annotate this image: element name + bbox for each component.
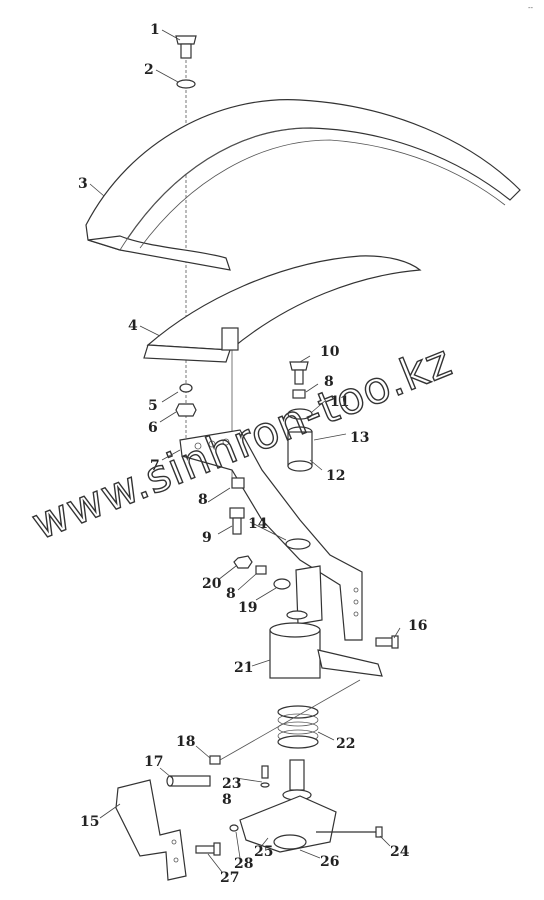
bushing-part (287, 426, 313, 472)
assembly-line (219, 679, 361, 761)
callout-3: 3 (78, 176, 88, 192)
lock-washer-part (179, 383, 193, 393)
callout-17: 17 (144, 754, 163, 770)
hinge-pin-part (166, 775, 211, 787)
callout-15: 15 (80, 814, 99, 830)
callout-7: 7 (150, 458, 160, 474)
corner-mark: -- (528, 4, 534, 12)
callout-2: 2 (144, 62, 154, 78)
callout-25: 25 (254, 844, 273, 860)
callout-27: 27 (220, 870, 239, 886)
swivel-post-part (269, 565, 383, 679)
callout-21: 21 (234, 660, 253, 676)
pin-nut-part (209, 755, 221, 765)
callout-6: 6 (148, 420, 158, 436)
callout-22: 22 (336, 736, 355, 752)
callout-13: 13 (350, 430, 369, 446)
callout-12: 12 (326, 468, 345, 484)
callout-18: 18 (176, 734, 195, 750)
upper-bolt-part (289, 361, 309, 385)
leader-lines (89, 29, 401, 873)
callout-11: 11 (330, 394, 349, 410)
base-hinge-part (239, 759, 337, 853)
callout-20: 20 (202, 576, 222, 592)
long-bolt-part (316, 826, 383, 838)
washer-3-part (273, 578, 291, 590)
callout-28: 28 (234, 856, 253, 872)
callout-4: 4 (128, 318, 138, 334)
spring-washer-part (292, 389, 306, 399)
small-bolt-part (261, 765, 269, 779)
bolt-part (175, 35, 197, 59)
callout-8c: 8 (226, 586, 236, 602)
callout-8a: 8 (198, 492, 208, 508)
callout-16: 16 (408, 618, 427, 634)
spring-washer-2-part (231, 477, 245, 489)
mudflap-part (143, 255, 422, 363)
fender-part (85, 99, 521, 271)
small-washer-part (260, 782, 270, 788)
pin-washer-part (229, 824, 239, 832)
callout-19: 19 (238, 600, 257, 616)
nut-2-part (233, 555, 253, 569)
mount-plate-part (115, 779, 187, 881)
side-bolt-part (195, 842, 221, 856)
callout-14: 14 (248, 516, 268, 532)
callout-8b: 8 (324, 374, 334, 390)
spring-washer-3-part (255, 565, 267, 575)
flat-washer-2-part (285, 538, 311, 550)
pin-bolt-part (375, 635, 399, 649)
callout-1: 1 (150, 22, 160, 38)
callout-9: 9 (202, 530, 212, 546)
lower-bolt-part (229, 507, 245, 535)
callout-24: 24 (390, 844, 410, 860)
callout-5: 5 (148, 398, 158, 414)
flat-washer-part (287, 408, 313, 420)
nut-part (175, 403, 197, 417)
spring-part (277, 705, 319, 749)
callout-23: 23 (222, 776, 241, 792)
callout-10: 10 (320, 344, 340, 360)
washer-part (176, 79, 196, 89)
callout-26: 26 (320, 854, 339, 870)
callout-8d: 8 (222, 792, 232, 808)
